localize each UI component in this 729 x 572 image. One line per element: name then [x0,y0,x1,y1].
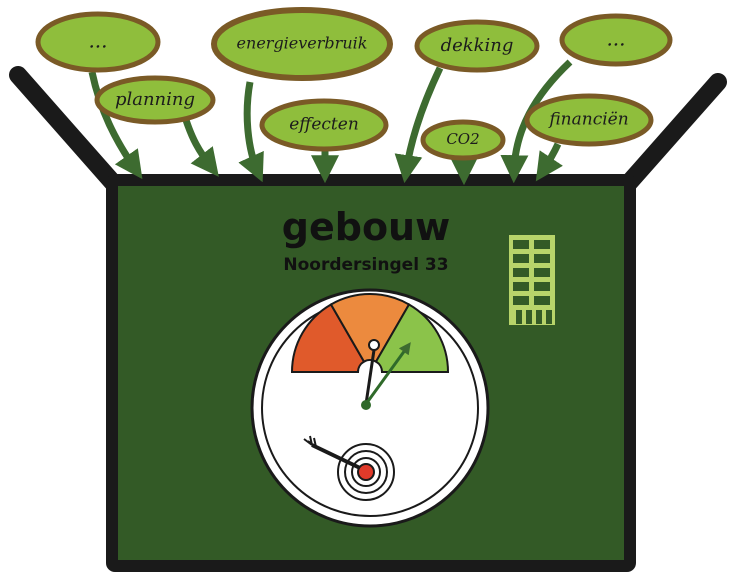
target-icon [303,435,395,501]
gauge-segment-red [290,303,366,373]
gauge-segment-orange [329,293,411,363]
bubble-label-planning: planning [115,89,195,110]
bubble-label-energieverbruik: energieverbruik [237,34,368,53]
box-flaps [9,66,727,194]
arrow-planning [182,118,219,177]
arrows [88,59,573,186]
bubble-energieverbruik: energieverbruik [211,7,393,81]
arrow-dekking [394,66,444,184]
bubble-effecten: effecten [259,98,389,152]
arrow-financien [535,142,563,182]
bubble-label-more-right: ... [606,27,625,51]
arrow-energieverbruik [238,81,264,183]
gauge-needle-main [364,342,411,405]
bubbles: ... planning energieverbruik effecten de… [35,7,673,161]
bubble-label-effecten: effecten [289,115,359,135]
right-flap [618,73,727,194]
bubble-dekking: dekking [414,19,540,73]
bubble-more-right: ... [559,13,673,67]
bubble-co2: CO2 [420,119,506,161]
bubble-more-left: ... [35,11,161,73]
bubble-planning: planning [94,75,216,125]
gauge-hub [361,400,371,410]
bubble-label-more-left: ... [88,29,107,53]
building-icon [507,233,557,327]
bubble-label-financien: financiën [547,110,628,130]
gauge-needle-secondary [364,349,376,405]
bubble-label-dekking: dekking [441,35,514,56]
left-flap [9,66,124,194]
gauge-segment-green [374,303,450,373]
box-title: gebouw [282,205,450,249]
gauge-icon [250,288,490,528]
box-subtitle: Noordersingel 33 [283,255,448,275]
arrow-more-left [88,71,143,180]
bubble-financien: financiën [524,93,654,147]
bubble-label-co2: CO2 [446,130,479,148]
gauge-marker [368,339,380,351]
gauge-segments [290,293,450,373]
